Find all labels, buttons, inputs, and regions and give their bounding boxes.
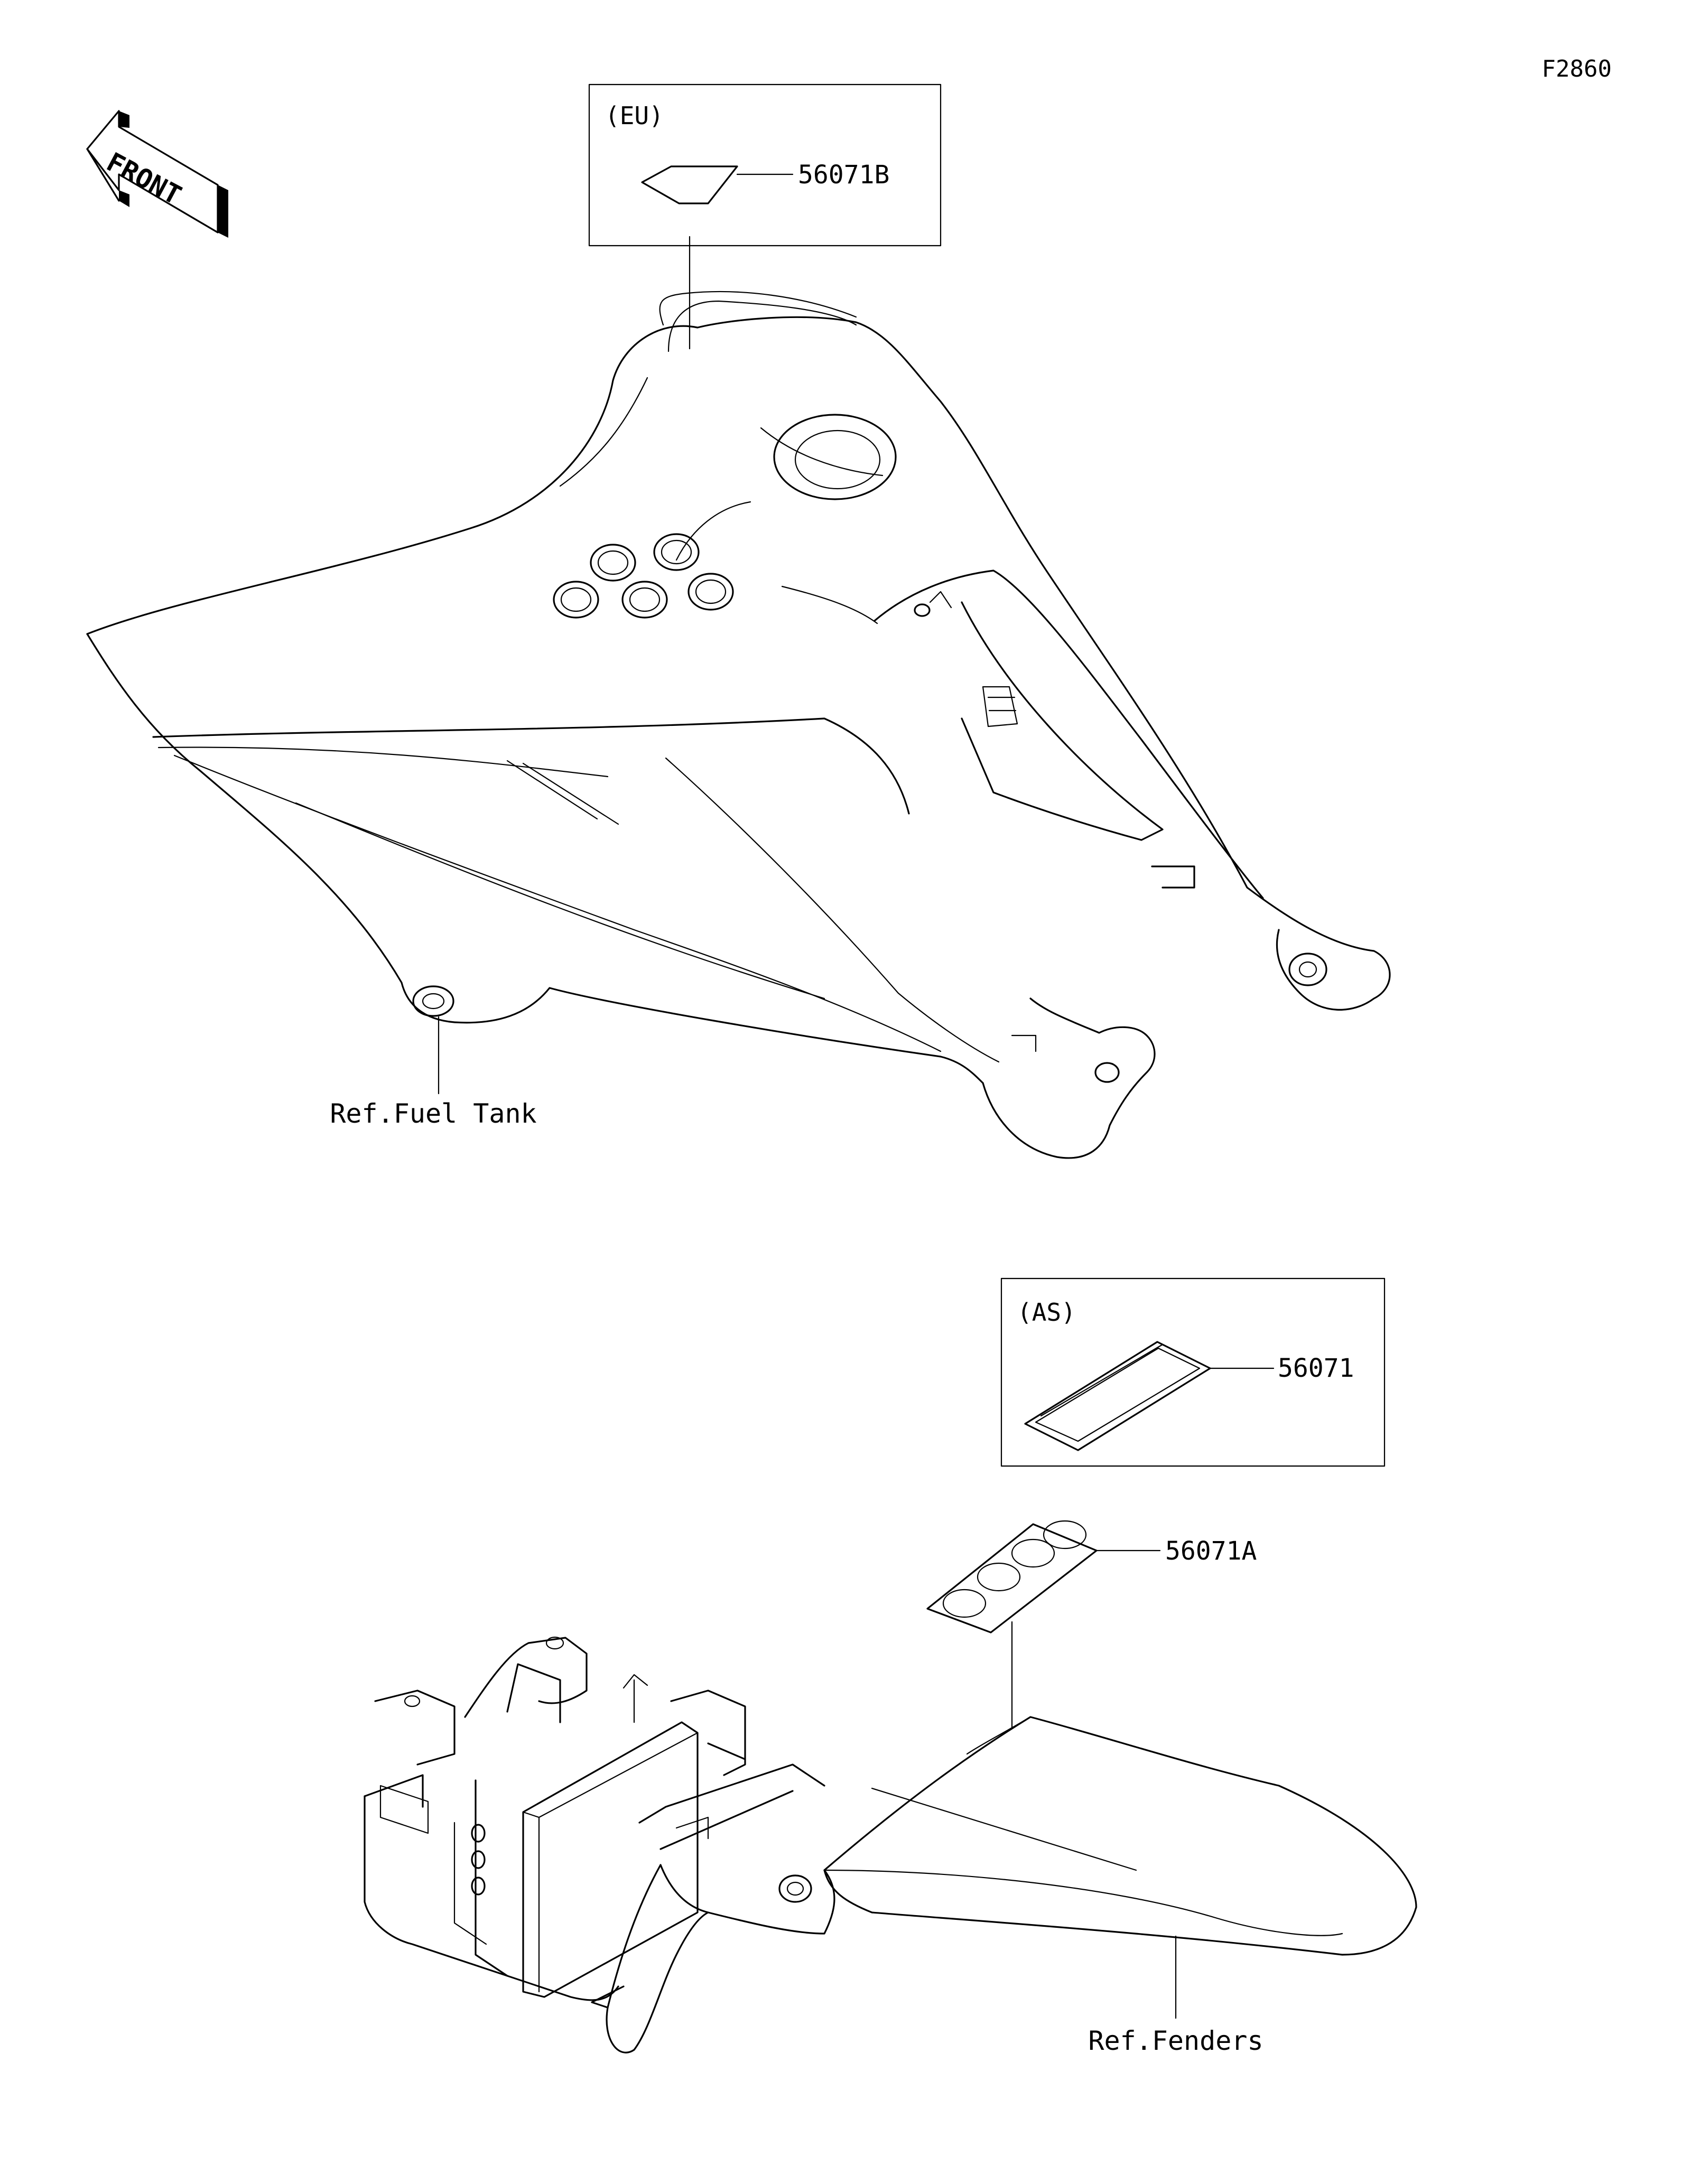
- front-arrow-label: FRONT: [101, 146, 186, 211]
- part-number-56071a: 56071A: [1165, 1536, 1257, 1566]
- part-number-56071b: 56071B: [798, 160, 889, 190]
- as-region-label: (AS): [1017, 1298, 1076, 1327]
- figure-id: F2860: [1542, 55, 1612, 82]
- ref-fuel-tank: Ref.Fuel Tank: [330, 1098, 536, 1129]
- front-arrow-icon: FRONT: [86, 110, 228, 238]
- eu-region-label: (EU): [605, 101, 664, 130]
- label-56071-icon: [1024, 1341, 1211, 1451]
- label-56071b-icon: [641, 165, 738, 204]
- fenders-drawing: [364, 1636, 1417, 2054]
- fuel-tank-drawing: [86, 291, 1391, 1159]
- label-56071a-icon: [926, 1520, 1098, 1634]
- part-number-56071: 56071: [1278, 1354, 1354, 1383]
- ref-fenders: Ref.Fenders: [1088, 2026, 1263, 2056]
- as-label-box: (AS) 56071: [1000, 1277, 1386, 1467]
- eu-label-box: (EU) 56071B: [588, 83, 942, 247]
